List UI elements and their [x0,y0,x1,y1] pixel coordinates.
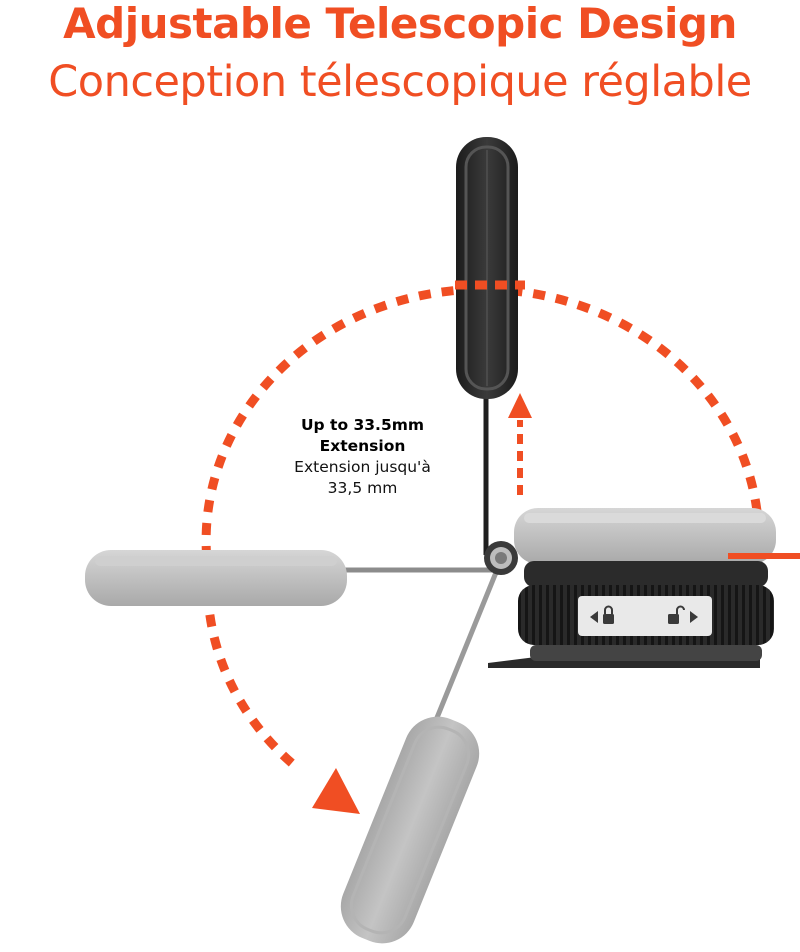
ghost-head-diagonal [340,716,480,944]
rotation-arc [201,284,762,774]
lock-arrow-left-icon [590,611,598,623]
unlock-icon [668,605,685,624]
ghost-head-horizontal [85,550,347,606]
page-title: Adjustable Telescopic Design [63,0,737,48]
caption-fr-line1: Extension jusqu'à [294,458,431,476]
hinge-joint [484,541,518,575]
arm-diagonal [429,569,500,731]
ghost-head-base [514,508,776,564]
extension-caption: Up to 33.5mm Extension Extension jusqu'à… [260,415,465,499]
caption-fr-line2: 33,5 mm [327,479,398,497]
caption-en-line1: Up to 33.5mm [300,416,425,434]
extension-arrowhead-icon [508,393,532,418]
caption-en-line2: Extension [319,437,406,455]
arc-arrowhead-icon [312,768,360,814]
unlock-arrow-right-icon [690,611,698,623]
page-subtitle: Conception télescopique réglable [48,57,752,107]
mount-base [488,561,774,668]
charging-head-vertical [456,137,518,399]
lock-icon [603,605,614,624]
